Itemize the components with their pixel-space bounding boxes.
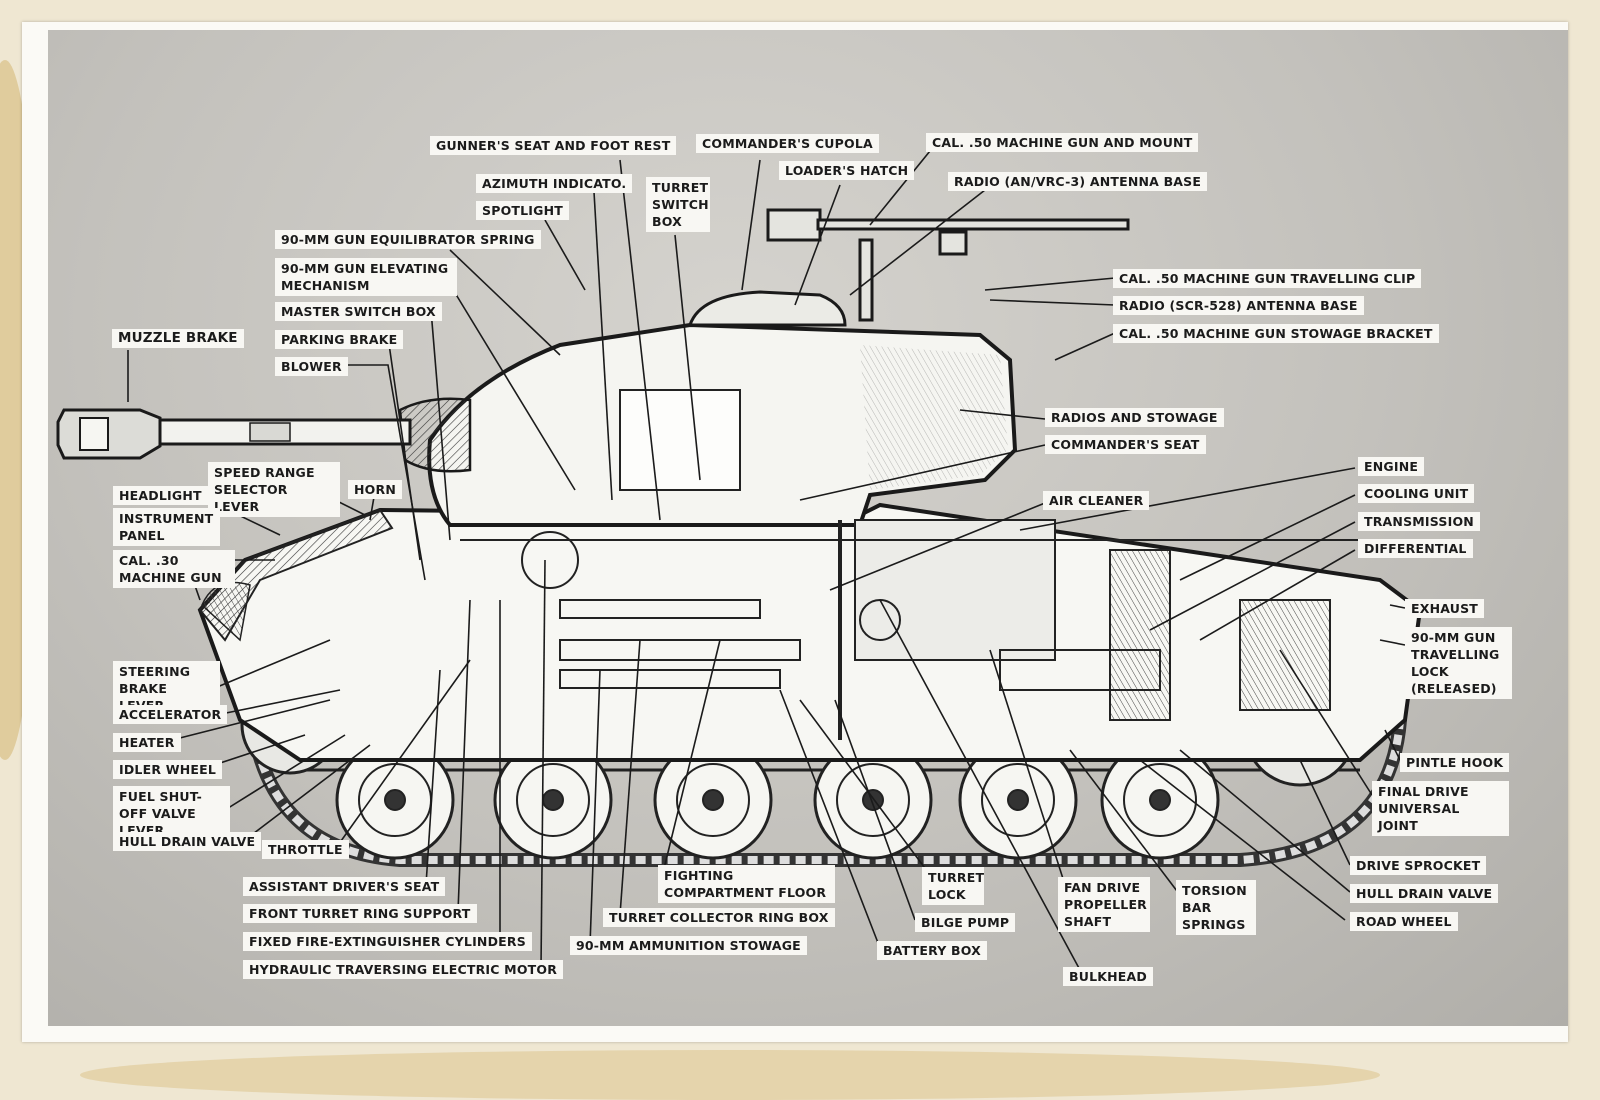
- label-cooling-unit: COOLING UNIT: [1358, 484, 1475, 503]
- label-road-wheel: ROAD WHEEL: [1350, 912, 1458, 931]
- label-radio-antenna-scr528: RADIO (SCR-528) ANTENNA BASE: [1113, 296, 1364, 315]
- label-hull-drain-valve-rear: HULL DRAIN VALVE: [1350, 884, 1499, 903]
- label-throttle: THROTTLE: [262, 840, 349, 859]
- label-bilge-pump: BILGE PUMP: [915, 913, 1016, 932]
- label-spotlight: SPOTLIGHT: [476, 201, 569, 220]
- label-drive-sprocket: DRIVE SPROCKET: [1350, 856, 1487, 875]
- label-bulkhead: BULKHEAD: [1063, 967, 1153, 986]
- label-pintle-hook: PINTLE HOOK: [1400, 753, 1510, 772]
- label-horn: HORN: [348, 480, 402, 499]
- label-gunners-seat: GUNNER'S SEAT AND FOOT REST: [430, 136, 677, 155]
- label-accelerator: ACCELERATOR: [113, 705, 228, 724]
- label-master-switch-box: MASTER SWITCH BOX: [275, 302, 442, 321]
- label-loaders-hatch: LOADER'S HATCH: [779, 161, 915, 180]
- label-cal30-mg: CAL. .30 MACHINE GUN: [113, 550, 235, 588]
- label-transmission: TRANSMISSION: [1358, 512, 1480, 531]
- photo-print: [22, 22, 1568, 1042]
- label-fire-extinguisher-cylinders: FIXED FIRE-EXTINGUISHER CYLINDERS: [243, 932, 532, 951]
- label-parking-brake: PARKING BRAKE: [275, 330, 404, 349]
- label-blower: BLOWER: [275, 357, 348, 376]
- label-mg-stowage-bracket: CAL. .50 MACHINE GUN STOWAGE BRACKET: [1113, 324, 1439, 343]
- label-turret-switch-box: TURRET SWITCH BOX: [646, 177, 710, 232]
- label-commanders-cupola: COMMANDER'S CUPOLA: [696, 134, 879, 153]
- label-heater: HEATER: [113, 733, 181, 752]
- label-differential: DIFFERENTIAL: [1358, 539, 1473, 558]
- label-radio-antenna-vrc3: RADIO (AN/VRC-3) ANTENNA BASE: [948, 172, 1208, 191]
- stain-bottom: [80, 1050, 1380, 1100]
- label-hull-drain-valve-front: HULL DRAIN VALVE: [113, 832, 262, 851]
- label-mg-travelling-clip: CAL. .50 MACHINE GUN TRAVELLING CLIP: [1113, 269, 1422, 288]
- gun-mantlet: [398, 397, 472, 473]
- label-fuel-shutoff: FUEL SHUT-OFF VALVE LEVER: [113, 786, 230, 841]
- label-headlight: HEADLIGHT: [113, 486, 208, 505]
- label-exhaust: EXHAUST: [1405, 599, 1485, 618]
- hull-body: [197, 502, 1423, 762]
- label-fighting-floor: FIGHTING COMPARTMENT FLOOR: [658, 865, 835, 903]
- leader-lines: [127, 150, 1406, 971]
- label-battery-box: BATTERY BOX: [877, 941, 988, 960]
- label-fan-drive-shaft: FAN DRIVE PROPELLER SHAFT: [1058, 877, 1150, 932]
- internal-structures: [460, 389, 1380, 740]
- label-hydraulic-motor: HYDRAULIC TRAVERSING ELECTRIC MOTOR: [243, 960, 564, 979]
- label-air-cleaner: AIR CLEANER: [1043, 491, 1150, 510]
- label-commanders-seat: COMMANDER'S SEAT: [1045, 435, 1206, 454]
- label-turret-lock: TURRET LOCK: [922, 867, 984, 905]
- label-radios-stowage: RADIOS AND STOWAGE: [1045, 408, 1224, 427]
- label-front-turret-ring-support: FRONT TURRET RING SUPPORT: [243, 904, 477, 923]
- cal50-mg-shape: [766, 208, 1130, 322]
- label-gun-travelling-lock: 90-MM GUN TRAVELLING LOCK (RELEASED): [1405, 627, 1512, 699]
- label-equilibrator-spring: 90-MM GUN EQUILIBRATOR SPRING: [275, 230, 541, 249]
- label-final-drive-joint: FINAL DRIVE UNIVERSAL JOINT: [1372, 781, 1509, 836]
- label-cal50-mg-mount: CAL. .50 MACHINE GUN AND MOUNT: [926, 133, 1199, 152]
- label-muzzle-brake: MUZZLE BRAKE: [112, 329, 244, 348]
- label-engine: ENGINE: [1358, 457, 1425, 476]
- label-elevating-mechanism: 90-MM GUN ELEVATING MECHANISM: [275, 258, 457, 296]
- label-speed-range-lever: SPEED RANGE SELECTOR LEVER: [208, 462, 340, 517]
- label-ammunition-stowage: 90-MM AMMUNITION STOWAGE: [570, 936, 807, 955]
- label-turret-collector-ring-box: TURRET COLLECTOR RING BOX: [603, 908, 835, 927]
- cupola: [687, 290, 847, 327]
- label-assistant-drivers-seat: ASSISTANT DRIVER'S SEAT: [243, 877, 446, 896]
- label-idler-wheel: IDLER WHEEL: [113, 760, 222, 779]
- label-instrument-panel: INSTRUMENT PANEL: [113, 508, 220, 546]
- label-azimuth-indicator: AZIMUTH INDICATO.: [476, 174, 633, 193]
- label-torsion-bar-springs: TORSION BAR SPRINGS: [1176, 880, 1256, 935]
